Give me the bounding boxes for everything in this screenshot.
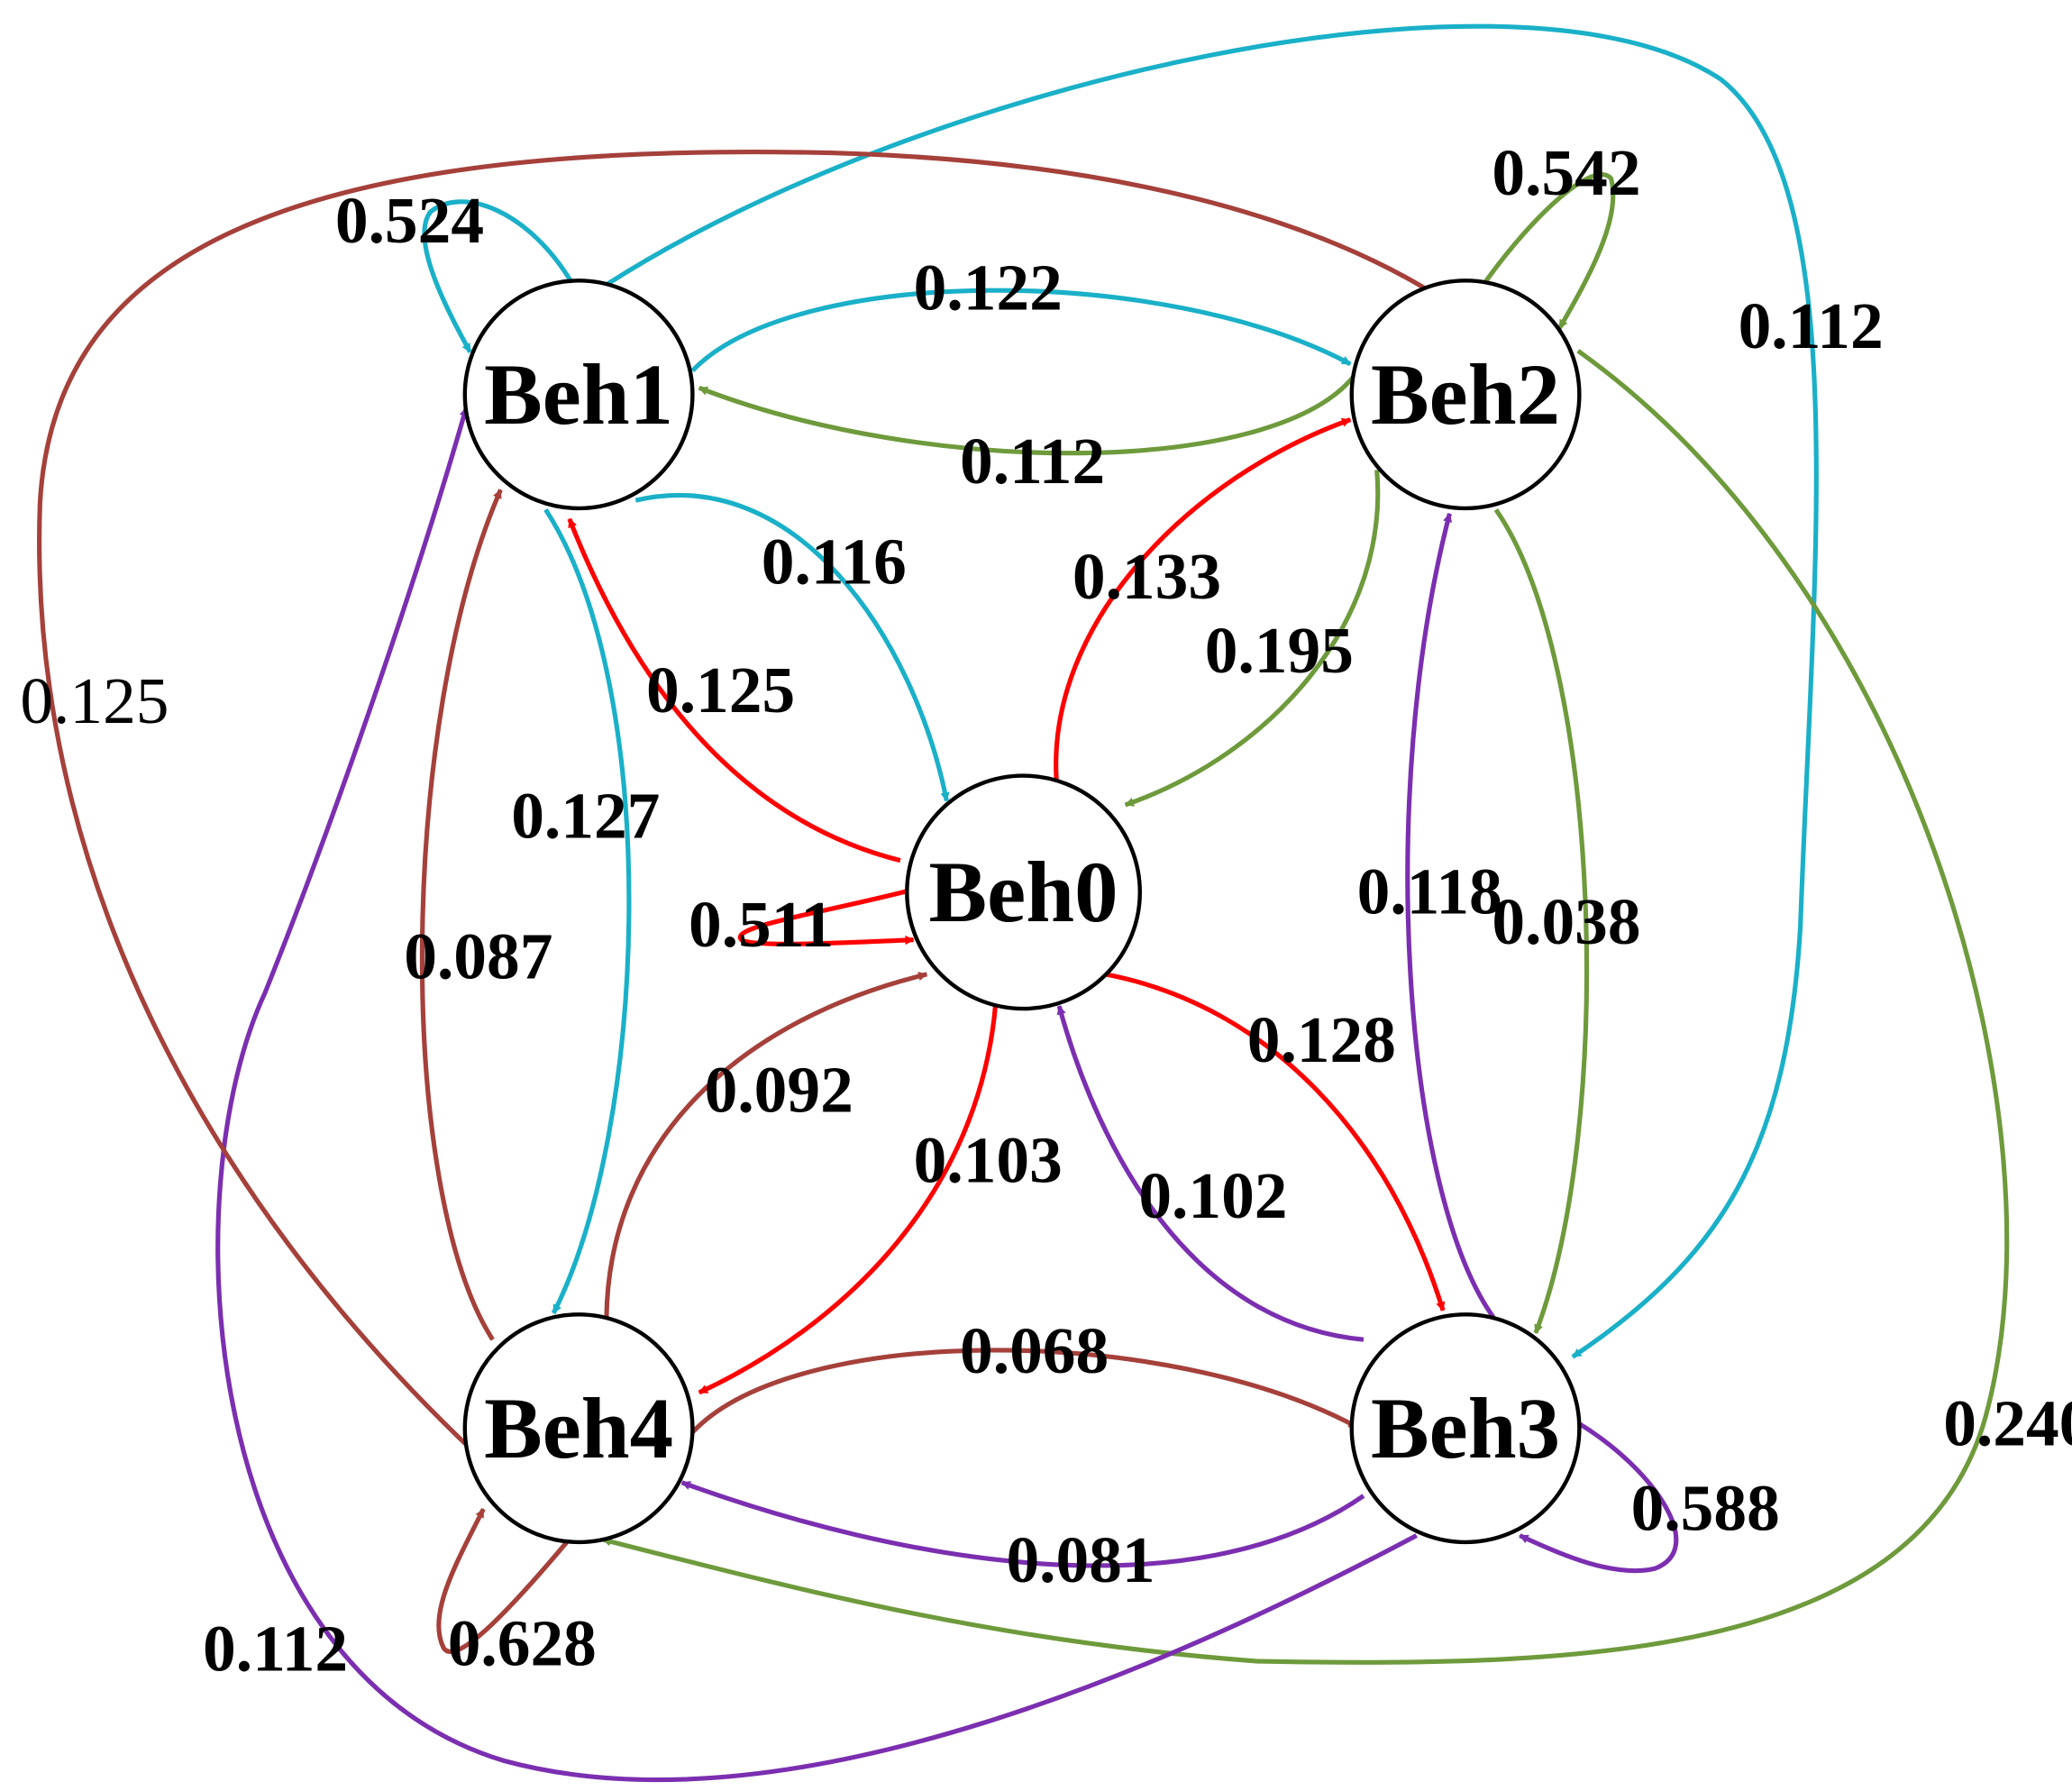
edge-beh2-beh2 [1483,172,1616,330]
label-beh0-beh1: 0.125 [646,653,795,726]
edge-labels: 0.511 0.125 0.133 0.128 0.103 0.524 0.12… [20,136,2072,1685]
node-beh1: Beh1 [462,279,695,511]
label-beh2-beh3: 0.038 [1492,885,1640,958]
edge-beh1-beh4 [543,508,632,1314]
label-beh1-beh0: 0.116 [762,525,907,599]
label-beh1-beh1: 0.524 [335,184,484,257]
label-beh2-beh0: 0.195 [1205,614,1354,687]
edge-beh4-beh1 [419,489,503,1341]
label-beh4-beh1: 0.087 [404,919,552,992]
label-beh4-beh3: 0.068 [960,1314,1109,1387]
label-beh3-beh4: 0.081 [1006,1523,1155,1596]
edge-beh4-beh4 [436,1508,569,1654]
edge-beh0-beh3 [1105,972,1446,1311]
node-beh0: Beh0 [905,773,1142,1011]
label-beh2-beh1: 0.112 [960,425,1105,498]
edge-beh2-beh1 [698,375,1355,456]
edge-beh2-beh3 [1493,507,1590,1334]
node-beh4-label: Beh4 [484,1380,673,1476]
edge-beh1-beh3 [605,23,1819,1359]
label-beh0-beh3: 0.128 [1247,1003,1396,1076]
edge-beh1-beh1 [422,199,574,353]
edge-beh0-beh2 [1054,417,1352,781]
label-beh4-beh4: 0.628 [448,1606,597,1679]
label-beh3-beh2: 0.118 [1357,854,1502,927]
node-beh0-label: Beh0 [929,844,1118,940]
edge-beh4-beh2 [37,150,1438,1454]
edge-beh3-beh4 [680,1480,1365,1568]
label-beh1-beh3: 0.112 [1739,289,1884,362]
node-beh2-label: Beh2 [1371,346,1560,443]
node-beh4: Beh4 [462,1312,695,1545]
label-beh3-beh3: 0.588 [1631,1472,1780,1545]
node-beh3-label: Beh3 [1371,1380,1560,1476]
node-beh2: Beh2 [1349,279,1582,511]
edge-beh1-beh2 [690,288,1352,372]
node-beh3: Beh3 [1349,1312,1582,1545]
label-beh2-beh4: 0.240 [1943,1387,2072,1460]
label-beh4-beh2: 0.125 [20,664,169,737]
edge-beh0-beh4 [698,1002,999,1395]
edge-beh3-beh1 [215,407,1418,1783]
label-beh1-beh4: 0.127 [511,780,660,853]
edge-beh4-beh0 [604,972,928,1318]
label-beh0-beh2: 0.133 [1073,540,1221,613]
label-beh3-beh1: 0.112 [203,1612,348,1685]
label-beh0-beh4: 0.103 [914,1123,1063,1196]
edge-beh0-beh1 [567,517,901,864]
edge-beh3-beh0 [1056,1005,1365,1342]
edge-beh1-beh0 [634,493,950,802]
edge-beh3-beh3 [1519,1421,1679,1574]
label-beh3-beh0: 0.102 [1138,1159,1287,1232]
label-beh0-beh0: 0.511 [689,888,834,961]
edge-beh2-beh4 [601,349,2010,1665]
edge-beh2-beh0 [1124,470,1381,808]
edge-beh3-beh2 [1405,512,1495,1319]
edge-beh0-beh0 [737,887,915,946]
edge-beh4-beh3 [690,1348,1358,1434]
label-beh2-beh2: 0.542 [1492,136,1640,209]
node-beh1-label: Beh1 [484,346,673,443]
label-beh4-beh0: 0.092 [705,1054,853,1127]
edges [37,23,2010,1783]
label-beh1-beh2: 0.122 [914,251,1063,324]
